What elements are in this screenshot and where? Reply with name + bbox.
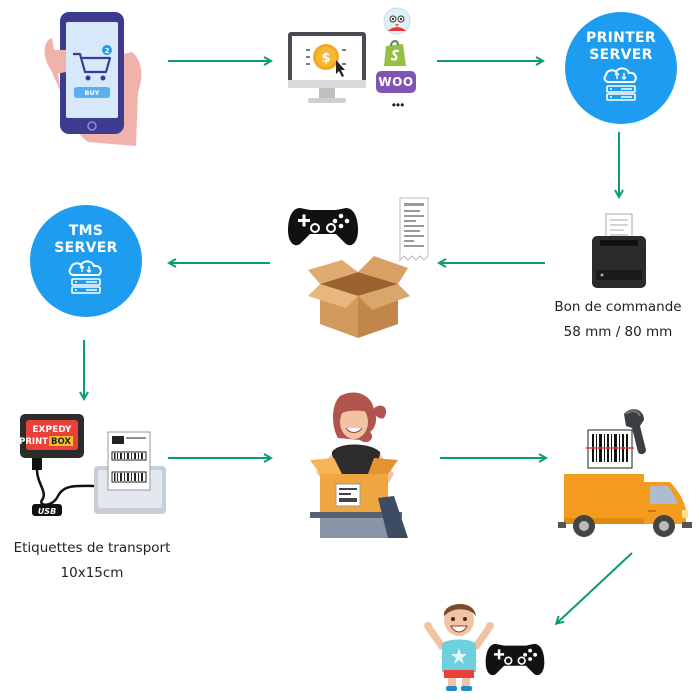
cardboard-box-icon (308, 256, 410, 338)
delivery-truck-icon (558, 474, 692, 537)
gamepad-icon (485, 643, 545, 676)
svg-text:$: $ (321, 51, 330, 66)
smartphone-icon: 2 BUY (44, 12, 142, 146)
cursor-icon (336, 60, 345, 77)
buy-button (74, 87, 110, 98)
printbox-device-icon: EXPEDY PRINT BOX USB (19, 414, 166, 516)
gamepad-icon (288, 208, 358, 246)
label-printer-icon (94, 431, 166, 514)
packer-person-icon (310, 392, 408, 538)
shopify-icon (384, 40, 406, 66)
cloud-server-icon (68, 260, 102, 294)
more-platforms-ellipsis: ••• (391, 98, 405, 112)
dollar-coin-icon: $ (313, 44, 339, 70)
prestashop-icon (383, 7, 411, 35)
woocommerce-icon: WOO (376, 71, 416, 93)
receipt-slip-icon (399, 197, 429, 262)
labels-caption-line1: Etiquettes de transport (13, 540, 171, 556)
tms-server-title-line1: TMS (68, 223, 104, 239)
usb-label: USB (38, 507, 56, 516)
shopping-cart-icon (73, 52, 112, 81)
printbox-brand-bottom-right: BOX (51, 437, 71, 447)
barcode-scanner-icon (586, 409, 646, 469)
usb-icon (32, 504, 62, 516)
buy-label: BUY (85, 89, 100, 97)
labels-caption-line2: 10x15cm (60, 565, 124, 581)
printbox-brand-bottom-left: PRINT (19, 437, 48, 447)
printer-server-title-line1: PRINTER (586, 30, 656, 46)
happy-child-icon (424, 603, 494, 691)
receipt-printer-icon (592, 213, 646, 288)
tms-server-title-line2: SERVER (54, 240, 118, 256)
cart-badge: 2 (105, 47, 110, 55)
arrow-truck-to-customer (557, 552, 633, 623)
cloud-server-icon (603, 67, 637, 101)
order-form-caption-line1: Bon de commande (554, 299, 682, 315)
printbox-brand-top: EXPEDY (32, 425, 72, 435)
woocommerce-label: WOO (378, 75, 414, 89)
package-box-icon (310, 458, 398, 512)
printer-server-title-line2: SERVER (589, 47, 653, 63)
computer-monitor-icon: $ (288, 32, 366, 103)
order-form-caption-line2: 58 mm / 80 mm (563, 324, 673, 340)
